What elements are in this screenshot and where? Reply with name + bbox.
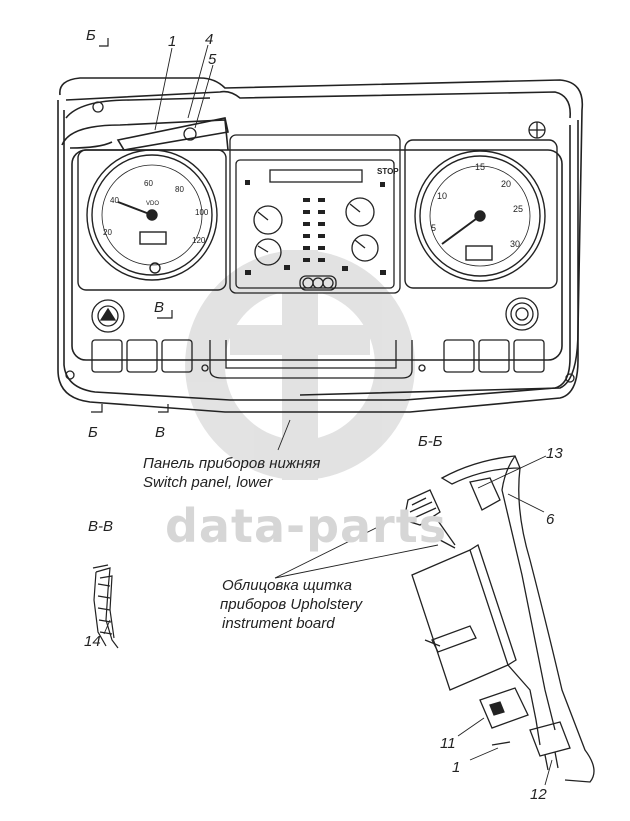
section-vv-detail <box>92 564 119 649</box>
section-title-bb: Б-Б <box>418 433 443 450</box>
callout-5: 5 <box>208 51 217 68</box>
tachometer-ticks: 5 10 15 20 25 30 <box>431 162 523 249</box>
speedo-tick-120: 120 <box>192 236 206 245</box>
tacho-tick-30: 30 <box>510 239 520 249</box>
callout-4: 4 <box>205 31 214 48</box>
watermark-logo <box>185 250 416 480</box>
section-arrows <box>91 38 173 413</box>
section-mark-v-mid: В <box>154 299 165 316</box>
switch-row <box>65 101 575 383</box>
indicator-lamps <box>245 180 386 275</box>
callout-11: 11 <box>440 735 456 752</box>
speedo-tick-40: 40 <box>110 196 119 205</box>
center-indicator-panel <box>229 134 401 294</box>
speedo-tick-60: 60 <box>144 179 153 188</box>
callout-14: 14 <box>84 633 101 650</box>
caption-upholstery-line2: приборов Upholstery <box>220 596 363 613</box>
tacho-tick-10: 10 <box>437 191 447 201</box>
section-mark-b-top: Б <box>86 27 96 44</box>
stop-lamp-label: STOP <box>377 167 399 176</box>
speedometer-ticks: 20 40 60 80 100 120 VDO <box>103 179 209 245</box>
caption-upholstery-line1: Облицовка щитка <box>222 577 352 594</box>
leader-lines <box>103 44 553 786</box>
callout-13: 13 <box>546 445 563 462</box>
watermark-text: data-parts <box>165 499 448 553</box>
callout-12: 12 <box>530 786 547 803</box>
tachometer-gauge <box>404 139 558 289</box>
callout-1-bottom: 1 <box>452 759 461 776</box>
section-mark-b-bottom: Б <box>88 424 98 441</box>
callout-6: 6 <box>546 511 555 528</box>
speedo-center: VDO <box>146 201 159 207</box>
speedo-tick-100: 100 <box>195 208 209 217</box>
tacho-tick-15: 15 <box>475 162 485 172</box>
dashboard-housing <box>57 77 584 413</box>
speedo-tick-20: 20 <box>103 228 112 237</box>
tacho-tick-20: 20 <box>501 179 511 189</box>
callout-1-top: 1 <box>168 33 177 50</box>
caption-lower-panel: Панель приборов нижняя Switch panel, low… <box>143 454 320 492</box>
caption-lower-panel-en: Switch panel, lower <box>143 474 273 491</box>
speedometer-gauge <box>77 149 227 291</box>
section-bb-detail <box>403 455 595 783</box>
caption-lower-panel-ru: Панель приборов нижняя <box>143 455 321 472</box>
speedo-tick-80: 80 <box>175 185 184 194</box>
tacho-tick-25: 25 <box>513 204 523 214</box>
section-mark-v-bottom: В <box>155 424 166 441</box>
tacho-tick-5: 5 <box>431 223 436 233</box>
section-title-vv: В-В <box>88 518 114 535</box>
caption-upholstery: Облицовка щитка приборов Upholstery inst… <box>210 576 362 633</box>
caption-upholstery-line3: instrument board <box>222 615 335 632</box>
